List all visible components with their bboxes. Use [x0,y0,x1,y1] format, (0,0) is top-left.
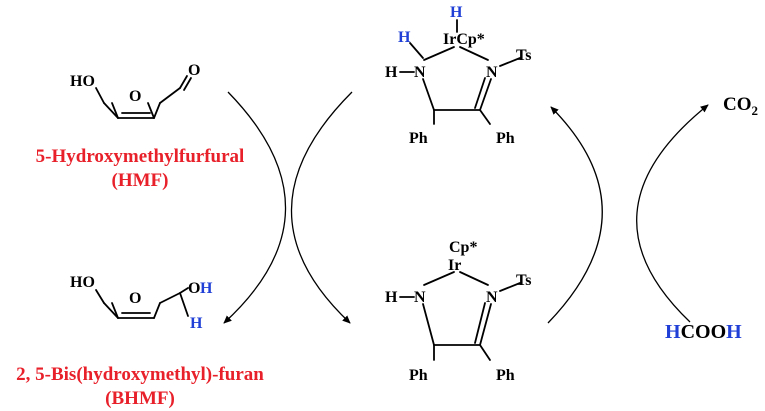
catalyst-ph-left-label: Ph [409,367,428,384]
hmf-abbreviation: (HMF) [112,170,169,191]
co2-label: CO2 [723,94,758,118]
arrow-hmf-to-bhmf [223,91,287,324]
arrow-formic-to-co2 [636,104,709,323]
hmf-ring-o-label: O [129,88,141,105]
hydride-ir-cp-label: IrCp* [443,31,485,48]
hydride-n-hydrogen: H [398,29,411,46]
ir-catalyst-complex: Cp* Ir H N N Ts Ph Ph [385,239,531,384]
bhmf-o-label: O [188,280,200,297]
hydride-h-label: H [385,64,398,81]
catalyst-n-left-label: N [414,289,426,306]
catalyst-ir-label: Ir [448,257,461,274]
catalyst-h-label: H [385,289,398,306]
hmf-structure: HO O O [70,62,200,119]
hydride-ph-left-label: Ph [409,130,428,147]
hydride-ts-label: Ts [516,47,531,64]
bhmf-structure: HO O O H H [70,274,213,332]
hydride-n-left-label: N [414,64,426,81]
hydride-ph-right-label: Ph [496,130,515,147]
bhmf-oh-hydrogen: H [200,280,213,297]
hydride-ir-hydrogen: H [450,4,463,21]
formic-acid-label: HCOOH [665,321,742,343]
hmf-name: 5-Hydroxymethylfurfural [36,146,245,167]
catalyst-ph-right-label: Ph [496,367,515,384]
arrow-catalyst-to-hydride [547,106,603,324]
hydride-n-right-label: N [486,64,498,81]
arrow-hydride-to-catalyst [290,91,353,324]
bhmf-abbreviation: (BHMF) [105,388,175,409]
hmf-ho-label: HO [70,73,95,90]
catalyst-cp-label: Cp* [449,239,477,256]
bhmf-name: 2, 5-Bis(hydroxymethyl)-furan [16,364,264,385]
bhmf-ch-hydrogen: H [190,315,203,332]
catalyst-n-right-label: N [486,289,498,306]
hmf-aldehyde-o-label: O [188,62,200,79]
bhmf-ho-label: HO [70,274,95,291]
catalyst-ts-label: Ts [516,272,531,289]
bhmf-ring-o-label: O [129,290,141,307]
ir-hydride-complex: H IrCp* H H N N Ts Ph Ph [385,4,531,147]
